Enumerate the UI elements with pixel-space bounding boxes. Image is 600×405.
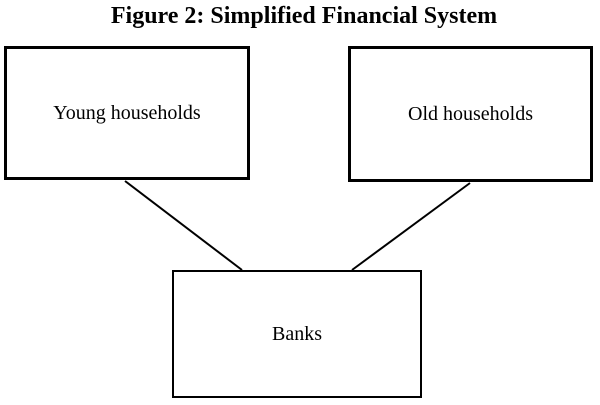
figure-title: Figure 2: Simplified Financial System bbox=[110, 3, 498, 29]
node-old-households: Old households bbox=[348, 46, 593, 182]
node-banks-label: Banks bbox=[272, 322, 322, 345]
node-young-households: Young households bbox=[4, 46, 250, 180]
node-old-households-label: Old households bbox=[408, 102, 533, 125]
edge-young-households-to-banks bbox=[124, 180, 243, 271]
edge-old-households-to-banks bbox=[351, 182, 471, 271]
node-banks: Banks bbox=[172, 270, 422, 398]
node-young-households-label: Young households bbox=[53, 101, 201, 124]
